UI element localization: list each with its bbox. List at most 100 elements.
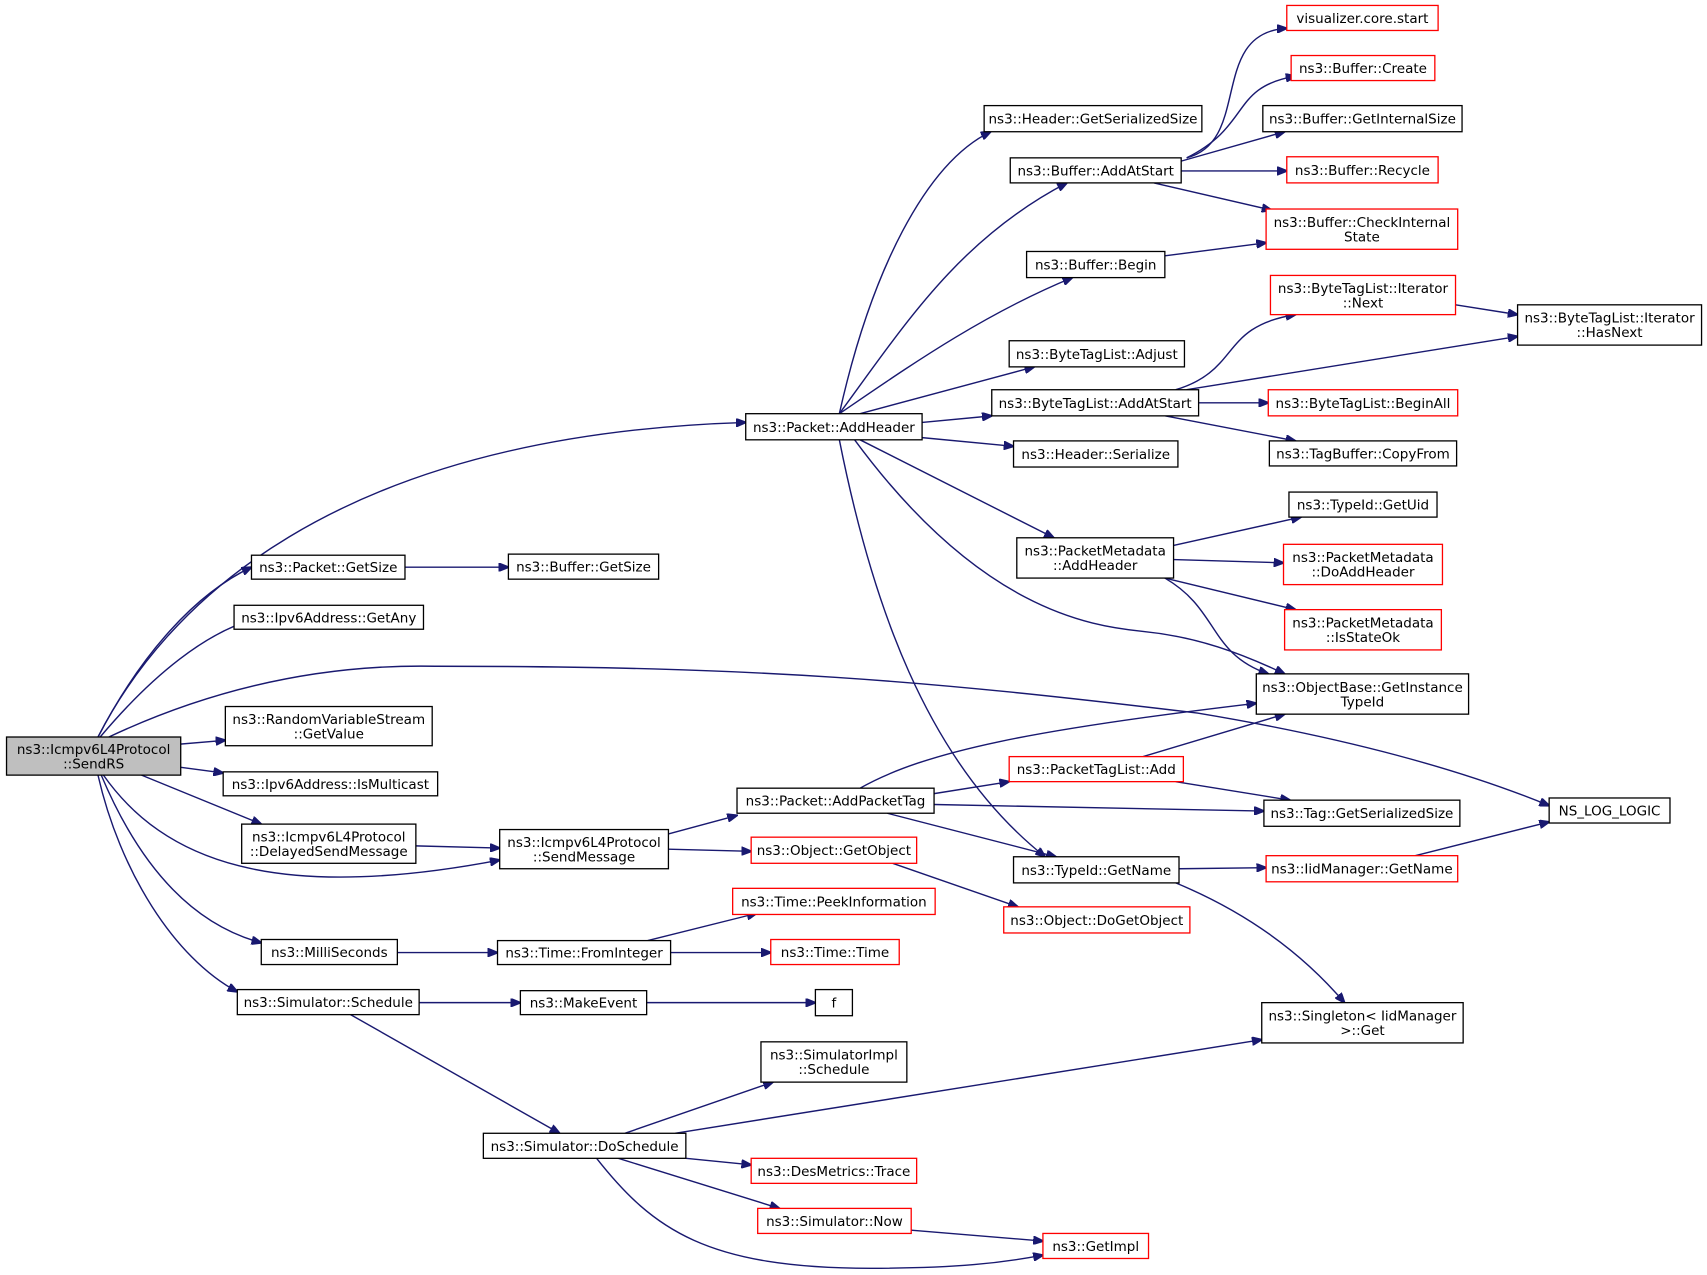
node-label: ns3::TypeId::GetName [1021,863,1171,879]
node-box [519,990,648,1016]
node-fromInteger[interactable]: ns3::Time::FromInteger [496,939,672,966]
node-typeIdGetName[interactable]: ns3::TypeId::GetName [1012,856,1180,884]
node-label: State [1344,229,1380,245]
node-nsLogLogic[interactable]: NS_LOG_LOGIC [1548,797,1671,824]
node-label: ::SendRS [63,756,124,772]
edge-doSchedule-to-singletonGet [674,1040,1262,1134]
node-box [1016,537,1175,579]
node-label: ::Next [1343,295,1384,311]
node-getImpl[interactable]: ns3::GetImpl [1042,1232,1150,1260]
node-box [760,1041,908,1083]
edge-delayedSend-to-sendMessage [415,846,500,848]
node-tagBufCopyFrom[interactable]: ns3::TagBuffer::CopyFrom [1268,440,1458,467]
node-isMulticast[interactable]: ns3::Ipv6Address::IsMulticast [222,771,439,797]
node-box [1008,755,1185,783]
node-singletonGet[interactable]: ns3::Singleton< IidManager>::Get [1261,1001,1464,1044]
edge-addHeader-to-typeIdGetName [838,439,1045,857]
node-bufBegin[interactable]: ns3::Buffer::Begin [1025,250,1166,279]
node-box [770,938,900,966]
node-desMetrics[interactable]: ns3::DesMetrics::Trace [750,1157,918,1185]
node-btlAddAtStart[interactable]: ns3::ByteTagList::AddAtStart [991,389,1200,417]
node-sendMessage[interactable]: ns3::Icmpv6L4Protocol::SendMessage [499,828,670,870]
node-box [1290,54,1436,82]
node-label: ns3::PacketMetadata [1024,544,1165,560]
node-objGetObject[interactable]: ns3::Object::GetObject [750,836,918,864]
node-headerGetSerSize[interactable]: ns3::Header::GetSerializedSize [983,104,1203,133]
node-label: ns3::Buffer::AddAtStart [1017,163,1174,179]
node-btlBeginAll[interactable]: ns3::ByteTagList::BeginAll [1267,389,1459,417]
node-milliSeconds[interactable]: ns3::MilliSeconds [260,938,399,966]
node-label: ns3::Tag::GetSerializedSize [1270,806,1453,822]
node-label: ns3::Object::GetObject [757,843,911,859]
node-addPacketTag[interactable]: ns3::Packet::AddPacketTag [736,787,935,814]
node-box [1548,797,1671,824]
node-headerSerialize[interactable]: ns3::Header::Serialize [1012,440,1179,468]
node-label: ns3::Icmpv6L4Protocol [507,835,661,851]
edge-bufAddAtStart-to-bufCreate [1186,76,1296,159]
node-box [1008,340,1186,368]
node-box [991,389,1200,417]
node-doSchedule[interactable]: ns3::Simulator::DoSchedule [482,1132,687,1159]
node-label: ::AddHeader [1053,558,1138,574]
edge-bufAddAtStart-to-bufGetInternalSize [1180,132,1284,162]
node-typeIdGetUid[interactable]: ns3::TypeId::GetUid [1288,491,1438,518]
node-delayedSend[interactable]: ns3::Icmpv6L4Protocol::DelayedSendMessag… [241,823,417,864]
edge-ptlAdd-to-getInstanceTypeId [1142,714,1285,758]
node-label: ns3::Icmpv6L4Protocol [252,829,406,845]
node-tagGetSerSize[interactable]: ns3::Tag::GetSerializedSize [1263,799,1461,827]
node-bufCreate[interactable]: ns3::Buffer::Create [1290,54,1436,82]
node-f[interactable]: f [814,988,854,1017]
node-simNow[interactable]: ns3::Simulator::Now [757,1207,912,1235]
node-pmIsStateOk[interactable]: ns3::PacketMetadata::IsStateOk [1283,608,1443,651]
node-label: ns3::ByteTagList::Iterator [1524,311,1695,327]
node-bufRecycle[interactable]: ns3::Buffer::Recycle [1286,156,1439,184]
node-rvsGetValue[interactable]: ns3::RandomVariableStream::GetValue [224,705,433,747]
node-label: ns3::Icmpv6L4Protocol [17,742,171,758]
edge-pmAddHeader-to-typeIdGetUid [1173,517,1301,547]
node-btlIterHasNext[interactable]: ns3::ByteTagList::Iterator::HasNext [1516,304,1703,346]
node-label: TypeId [1340,694,1385,710]
node-pmAddHeader[interactable]: ns3::PacketMetadata::AddHeader [1016,537,1175,579]
node-box [222,771,439,797]
node-timePeekInfo[interactable]: ns3::Time::PeekInformation [732,887,936,916]
node-label: ns3::Time::FromInteger [505,946,663,962]
edge-btlIterNext-to-btlIterHasNext [1455,304,1518,315]
node-addHeader[interactable]: ns3::Packet::AddHeader [745,413,923,441]
node-label: ns3::ObjectBase::GetInstance [1262,680,1463,696]
node-pmDoAddHeader[interactable]: ns3::PacketMetadata::DoAddHeader [1282,543,1444,586]
node-root[interactable]: ns3::Icmpv6L4Protocol::SendRS [5,736,182,776]
node-label: ns3::ByteTagList::AddAtStart [999,396,1192,412]
node-getSize[interactable]: ns3::Packet::GetSize [250,554,406,580]
node-bufGetSize[interactable]: ns3::Buffer::GetSize [507,553,660,580]
edge-doSchedule-to-getImpl [596,1157,1043,1269]
edge-bufAddAtStart-to-vizStart [1186,28,1287,159]
node-btlAdjust[interactable]: ns3::ByteTagList::Adjust [1008,340,1186,368]
node-label: ns3::ByteTagList::Iterator [1278,281,1449,297]
node-objDoGetObject[interactable]: ns3::Object::DoGetObject [1003,906,1191,934]
node-schedule[interactable]: ns3::Simulator::Schedule [236,988,420,1016]
node-bufAddAtStart[interactable]: ns3::Buffer::AddAtStart [1009,157,1182,184]
node-box [1012,440,1179,468]
node-box [1009,157,1182,184]
node-label: ns3::SimulatorImpl [770,1048,898,1064]
node-label: ns3::Buffer::Create [1299,61,1427,77]
node-label: ns3::TypeId::GetUid [1297,498,1429,514]
edge-bufBegin-to-bufCheckInternal [1164,243,1266,257]
node-ptlAdd[interactable]: ns3::PacketTagList::Add [1008,755,1185,783]
node-label: ns3::Time::Time [781,945,889,961]
node-simImplSchedule[interactable]: ns3::SimulatorImpl::Schedule [760,1041,908,1083]
node-vizStart[interactable]: visualizer.core.start [1286,4,1439,32]
node-iidGetName[interactable]: ns3::IidManager::GetName [1265,855,1459,883]
edge-addHeader-to-pmAddHeader [859,439,1054,538]
node-bufGetInternalSize[interactable]: ns3::Buffer::GetInternalSize [1262,104,1463,133]
node-box [496,939,672,966]
node-label: ns3::Header::Serialize [1021,447,1170,463]
node-getAny[interactable]: ns3::Ipv6Address::GetAny [233,604,425,630]
edge-btlAddAtStart-to-tagBufCopyFrom [1164,415,1296,441]
node-timeTime[interactable]: ns3::Time::Time [770,938,900,966]
node-label: ns3::MilliSeconds [271,945,388,961]
node-btlIterNext[interactable]: ns3::ByteTagList::Iterator::Next [1269,274,1457,316]
node-makeEvent[interactable]: ns3::MakeEvent [519,990,648,1016]
